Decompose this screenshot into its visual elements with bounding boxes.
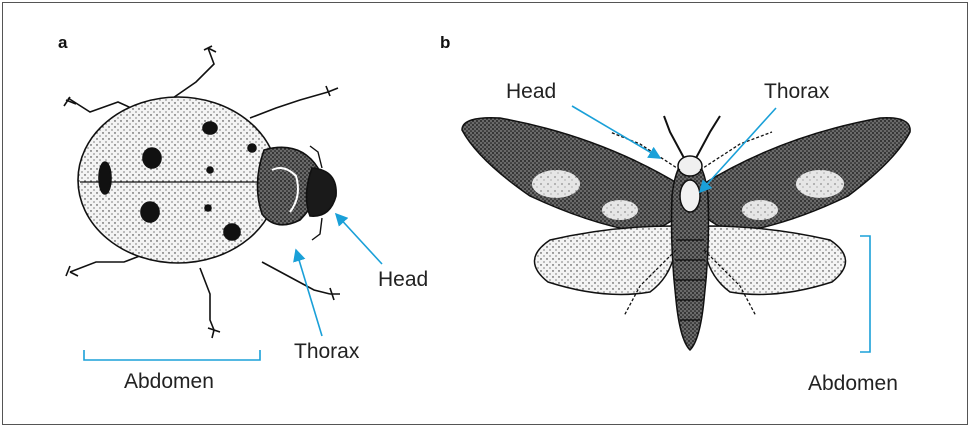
- beetle-thorax-pointer: [296, 250, 322, 336]
- moth-left-hindwing: [534, 226, 676, 294]
- beetle-leg: [250, 92, 328, 118]
- beetle-leg: [170, 48, 214, 100]
- beetle-head-label: Head: [378, 268, 428, 292]
- beetle-thorax-label: Thorax: [294, 340, 359, 364]
- panel-a-letter: a: [58, 33, 67, 53]
- beetle-illustration: [64, 46, 340, 338]
- beetle-abdomen-label: Abdomen: [124, 370, 214, 394]
- moth-head-label: Head: [506, 80, 556, 104]
- beetle-head: [306, 168, 336, 216]
- moth-head: [678, 156, 702, 176]
- beetle-leg: [200, 268, 214, 330]
- moth-abdomen-bracket: [860, 236, 870, 352]
- beetle-abdomen-bracket: [84, 350, 260, 360]
- beetle-head-pointer: [336, 214, 382, 264]
- beetle-leg: [262, 262, 330, 294]
- moth-illustration: [462, 116, 910, 350]
- panel-b-letter: b: [440, 33, 450, 53]
- moth-thorax-label: Thorax: [764, 80, 829, 104]
- moth-abdomen-label: Abdomen: [808, 372, 898, 396]
- moth-right-hindwing: [704, 226, 846, 294]
